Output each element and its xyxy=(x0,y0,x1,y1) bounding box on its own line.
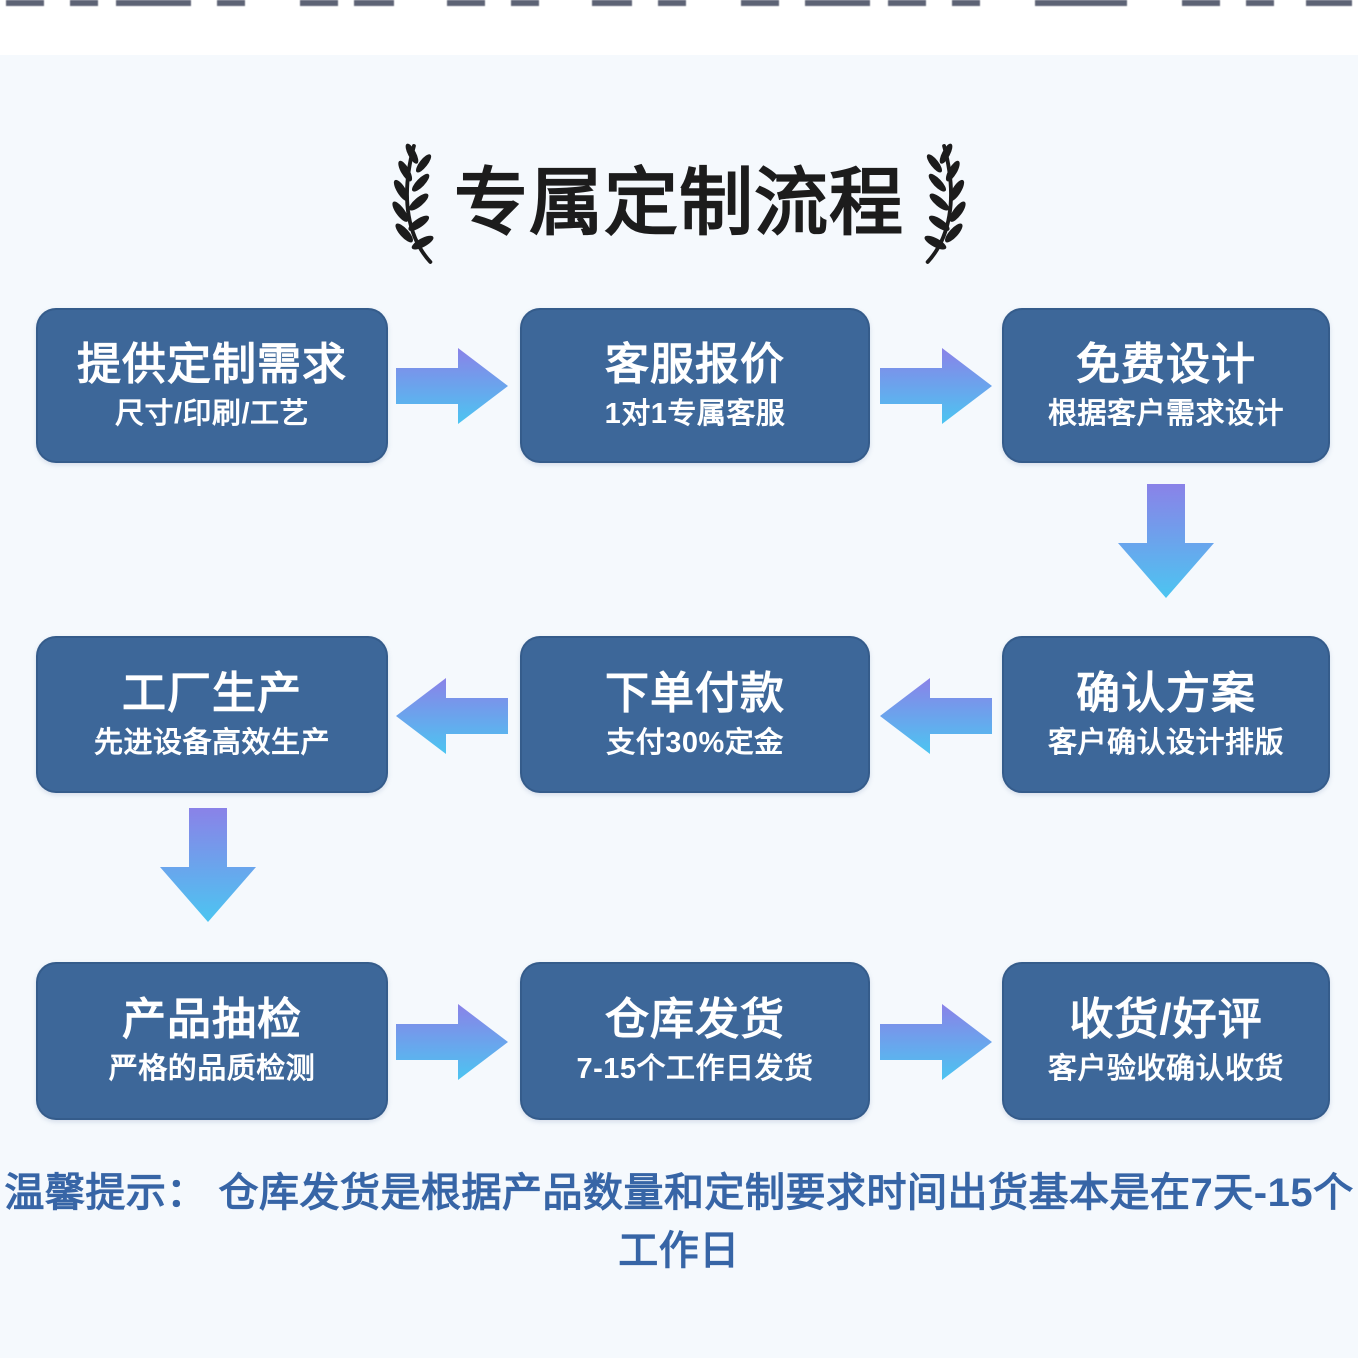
laurel-right-icon xyxy=(924,143,966,264)
step-subtitle: 严格的品质检测 xyxy=(108,1053,316,1085)
arrow-left-icon xyxy=(880,678,992,754)
step-box-product-inspection: 产品抽检 严格的品质检测 xyxy=(36,962,388,1120)
step-title: 提供定制需求 xyxy=(77,339,347,389)
step-title: 工厂生产 xyxy=(122,668,302,718)
step-box-free-design: 免费设计 根据客户需求设计 xyxy=(1002,308,1330,463)
page-title-row: 专属定制流程 xyxy=(0,138,1358,268)
arrow-down-icon xyxy=(1118,484,1214,598)
cropped-previous-section xyxy=(6,0,1352,6)
step-title: 确认方案 xyxy=(1076,668,1256,718)
step-subtitle: 1对1专属客服 xyxy=(604,397,786,430)
step-title: 免费设计 xyxy=(1076,339,1256,389)
step-title: 仓库发货 xyxy=(605,995,785,1044)
step-subtitle: 尺寸/印刷/工艺 xyxy=(114,397,310,430)
step-subtitle: 7-15个工作日发货 xyxy=(576,1053,814,1085)
step-box-receive-review: 收货/好评 客户验收确认收货 xyxy=(1002,962,1330,1120)
page-title: 专属定制流程 xyxy=(454,161,904,244)
step-box-order-payment: 下单付款 支付30%定金 xyxy=(520,636,870,793)
step-box-confirm-plan: 确认方案 客户确认设计排版 xyxy=(1002,636,1330,793)
arrow-right-icon xyxy=(880,348,992,424)
arrow-right-icon xyxy=(880,1004,992,1080)
arrow-right-icon xyxy=(396,348,508,424)
step-subtitle: 先进设备高效生产 xyxy=(93,726,330,759)
step-box-service-quote: 客服报价 1对1专属客服 xyxy=(520,308,870,463)
step-title: 客服报价 xyxy=(605,339,785,389)
step-subtitle: 根据客户需求设计 xyxy=(1047,397,1284,430)
step-box-warehouse-shipping: 仓库发货 7-15个工作日发货 xyxy=(520,962,870,1120)
arrow-down-icon xyxy=(160,808,256,922)
arrow-right-icon xyxy=(396,1004,508,1080)
tip-note: 温馨提示： 仓库发货是根据产品数量和定制要求时间出货基本是在7天-15个工作日 xyxy=(4,1171,1354,1273)
laurel-left-icon xyxy=(392,143,434,264)
step-title: 产品抽检 xyxy=(122,995,302,1044)
step-subtitle: 支付30%定金 xyxy=(606,726,784,759)
step-title: 下单付款 xyxy=(605,668,785,718)
step-title: 收货/好评 xyxy=(1069,995,1263,1044)
step-subtitle: 客户验收确认收货 xyxy=(1047,1053,1284,1085)
arrow-left-icon xyxy=(396,678,508,754)
step-box-provide-requirements: 提供定制需求 尺寸/印刷/工艺 xyxy=(36,308,388,463)
step-box-factory-production: 工厂生产 先进设备高效生产 xyxy=(36,636,388,793)
step-subtitle: 客户确认设计排版 xyxy=(1047,726,1284,759)
